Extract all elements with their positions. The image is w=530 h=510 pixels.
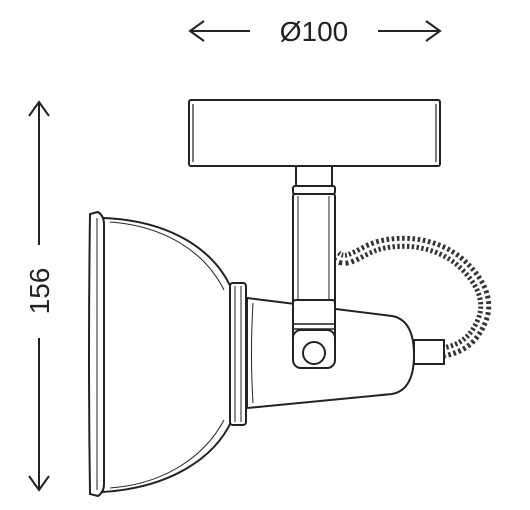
shade-rim <box>88 210 105 498</box>
cable-core <box>335 240 487 354</box>
pivot-knob <box>302 341 326 365</box>
width-arrowhead-left <box>188 20 205 42</box>
width-dimension <box>188 20 442 42</box>
height-arrowhead-top <box>28 100 50 117</box>
stem-collar <box>292 185 336 195</box>
width-label: Ø100 <box>280 16 349 47</box>
cable-gland <box>413 339 445 365</box>
ceiling-base-plate <box>188 99 441 167</box>
height-label: 156 <box>24 268 55 315</box>
reflector-shade <box>101 216 233 494</box>
width-arrowhead-right <box>425 20 442 42</box>
shade-ring <box>229 282 247 426</box>
height-dimension <box>28 100 50 492</box>
height-arrowhead-bottom <box>28 475 50 492</box>
